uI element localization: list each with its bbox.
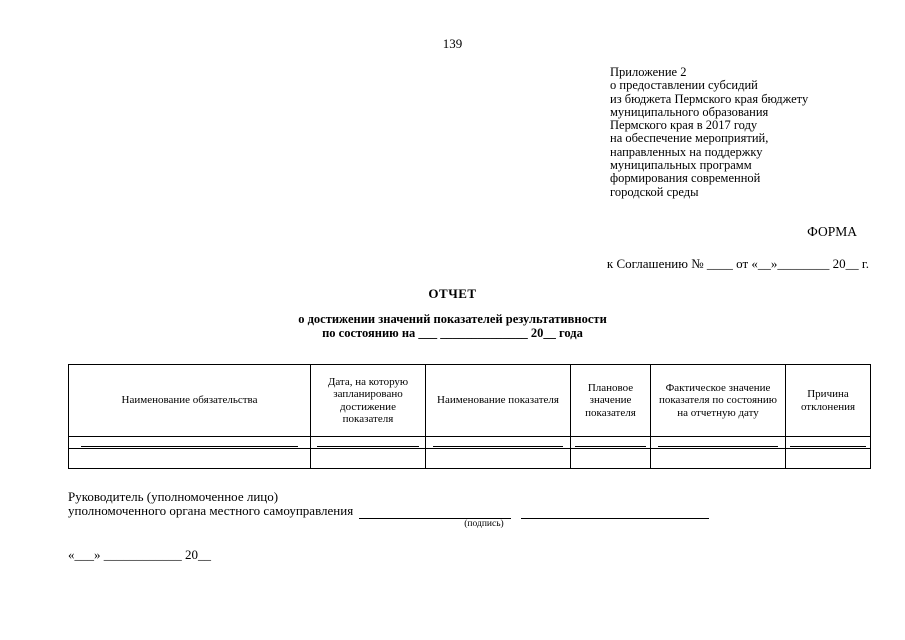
- table-row: [68, 436, 871, 449]
- fill-line: [316, 438, 420, 447]
- appendix-line: муниципальных программ: [610, 158, 752, 173]
- column-header-actual-value: Фактическое значение показателя по состо…: [650, 364, 786, 437]
- blank-cell: [650, 448, 786, 469]
- blank-cell: [650, 436, 786, 449]
- signature-line: [359, 505, 512, 519]
- agreement-line: к Соглашению № ____ от «__»________ 20__…: [606, 256, 869, 271]
- blank-cell: [785, 448, 871, 469]
- form-label: ФОРМА: [807, 224, 857, 239]
- report-title: ОТЧЕТ: [428, 286, 477, 301]
- blank-cell: [310, 448, 426, 469]
- blank-cell: [68, 448, 311, 469]
- signature-caption: (подпись): [464, 519, 504, 529]
- blank-cell: [310, 436, 426, 449]
- appendix-line: городской среды: [610, 184, 699, 199]
- date-line: «___» ____________ 20__: [68, 547, 211, 562]
- table-header-row: Наименование обязательства Дата, на кото…: [68, 364, 871, 437]
- fill-line: [433, 438, 563, 447]
- appendix-line: муниципального образования: [610, 104, 769, 119]
- appendix-line: на обеспечение мероприятий,: [610, 131, 769, 146]
- report-table: Наименование обязательства Дата, на кото…: [68, 364, 871, 469]
- report-date-subtitle: по состоянию на ___ ______________ 20__ …: [322, 325, 583, 340]
- blank-cell: [425, 436, 571, 449]
- appendix-line: из бюджета Пермского края бюджету: [610, 91, 809, 106]
- appendix-line: направленных на поддержку: [610, 144, 763, 159]
- appendix-block: Приложение 2 о предоставлении субсидий и…: [610, 65, 880, 199]
- fill-line: [81, 438, 298, 447]
- fill-line: [657, 438, 779, 447]
- blank-cell: [68, 436, 311, 449]
- column-header-deviation-reason: Причина отклонения: [785, 364, 871, 437]
- column-header-planned-value: Плановое значение показателя: [570, 364, 651, 437]
- signatory-org-text: уполномоченного органа местного самоупра…: [68, 503, 354, 518]
- blank-cell: [785, 436, 871, 449]
- signatory-org-line: уполномоченного органа местного самоупра…: [68, 503, 710, 519]
- name-line: [521, 505, 710, 519]
- report-title-block: ОТЧЕТ о достижении значений показателей …: [0, 286, 905, 340]
- column-header-obligation: Наименование обязательства: [68, 364, 311, 437]
- report-subtitle: о достижении значений показателей резуль…: [298, 312, 607, 326]
- blank-cell: [425, 448, 571, 469]
- appendix-line: формирования современной: [610, 171, 761, 186]
- table-row: [68, 448, 871, 469]
- column-header-planned-date: Дата, на которую запланировано достижени…: [310, 364, 426, 437]
- page-number: 139: [442, 36, 463, 51]
- appendix-line: Приложение 2: [610, 65, 687, 79]
- blank-cell: [570, 436, 651, 449]
- fill-line: [790, 438, 866, 447]
- blank-cell: [570, 448, 651, 469]
- appendix-line: Пермского края в 2017 году: [610, 118, 758, 133]
- appendix-line: о предоставлении субсидий: [610, 78, 758, 93]
- column-header-indicator-name: Наименование показателя: [425, 364, 571, 437]
- signatory-role-line: Руководитель (уполномоченное лицо): [68, 489, 279, 504]
- fill-line: [574, 438, 647, 447]
